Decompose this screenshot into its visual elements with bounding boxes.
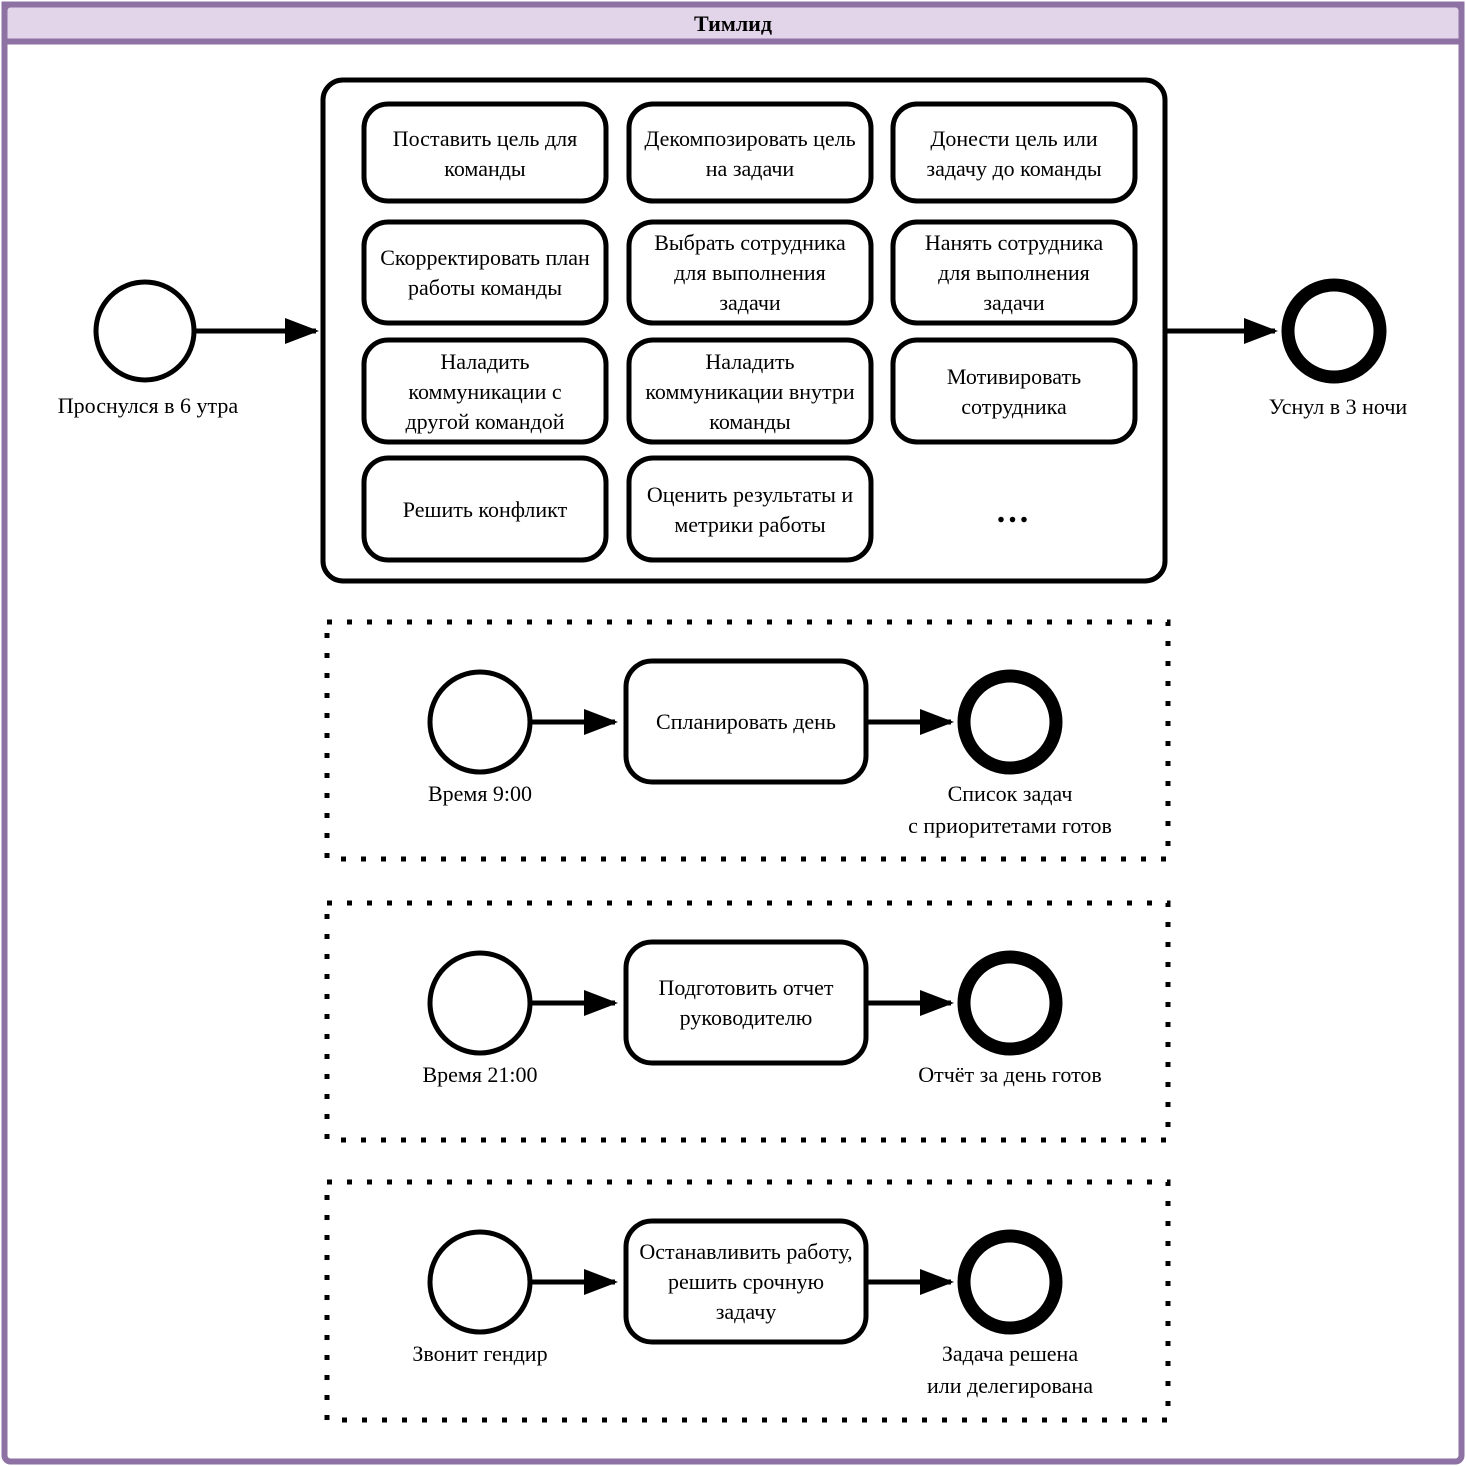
end-event-label: Отчёт за день готов <box>918 1062 1102 1087</box>
subprocess-boundary <box>324 1179 1171 1423</box>
subprocess-boundary <box>324 900 1171 1143</box>
end-event-circle <box>957 669 1063 775</box>
end-event-circle <box>957 950 1063 1056</box>
start-event-label: Время 21:00 <box>422 1062 537 1087</box>
end-event-label: Уснул в 3 ночи <box>1269 394 1408 419</box>
start-event-circle <box>427 669 533 775</box>
more-tasks-ellipsis: ... <box>997 493 1032 530</box>
end-event-circle <box>957 1229 1063 1335</box>
task-label: Решить конфликт <box>403 497 568 522</box>
task-box <box>623 1218 869 1345</box>
task-label: Спланировать день <box>656 709 836 734</box>
task-box: Решить конфликт <box>361 455 609 563</box>
start-event-label: Проснулся в 6 утра <box>58 393 239 418</box>
task-box <box>623 658 869 785</box>
start-event-circle <box>427 1229 533 1335</box>
subprocess-urgent-call: Звонит гендир Останавливить работу,решит… <box>324 1179 1171 1423</box>
task-box <box>623 939 869 1066</box>
subprocess-boundary <box>324 619 1171 862</box>
pool-title: Тимлид <box>694 11 772 36</box>
subprocess-daily-planning: Время 9:00 Спланировать день Список зада… <box>324 619 1171 862</box>
start-event-label: Звонит гендир <box>412 1341 547 1366</box>
end-event-circle <box>1281 278 1387 384</box>
start-event-circle <box>427 950 533 1056</box>
start-event-circle <box>93 279 197 383</box>
start-event-label: Время 9:00 <box>428 781 532 806</box>
